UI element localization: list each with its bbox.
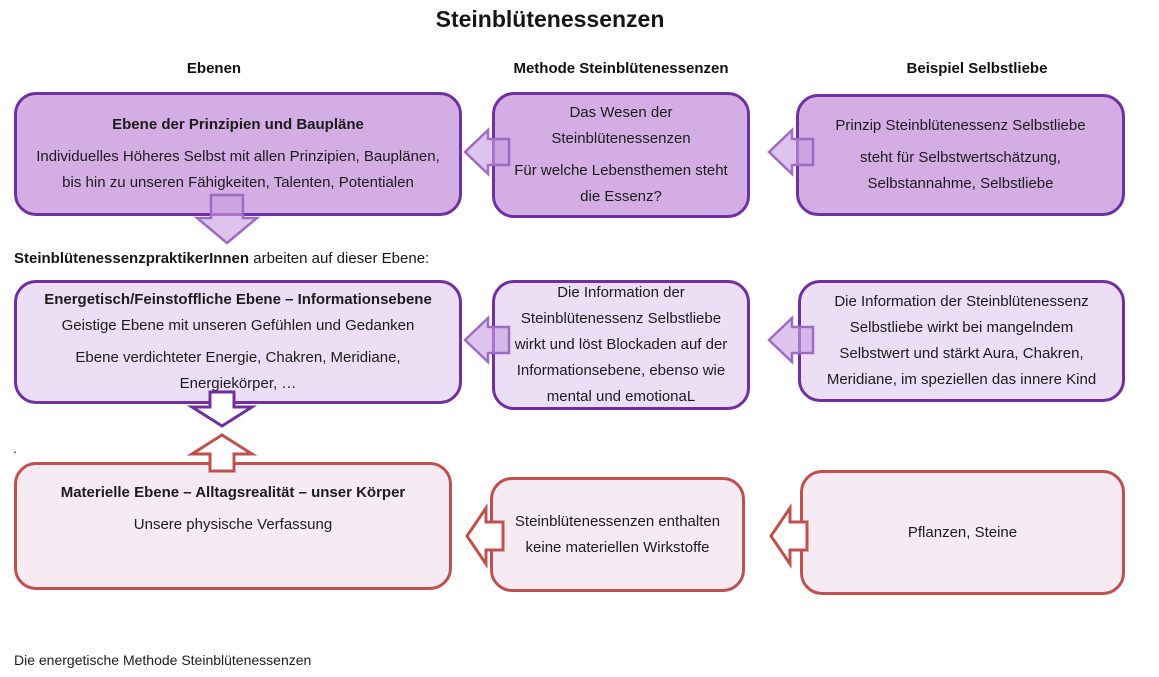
box-prinzip-selbstliebe: Prinzip Steinblütenessenz Selbstliebe st… [796,94,1125,216]
practitioner-note: SteinblütenessenzpraktikerInnen arbeiten… [14,250,429,267]
footer-caption: Die energetische Methode Steinblütenesse… [14,652,312,668]
box-energetische-ebene: Energetisch/Feinstoffliche Ebene – Infor… [14,280,462,404]
box-text: Prinzip Steinblütenessenz Selbstliebe [835,117,1086,134]
box-text: Ebene verdichteter Energie, Chakren, Mer… [75,349,401,392]
box-heading: Energetisch/Feinstoffliche Ebene – Infor… [44,291,432,308]
box-materielle-ebene: Materielle Ebene – Alltagsrealität – uns… [14,462,452,590]
practitioner-note-bold: SteinblütenessenzpraktikerInnen [14,250,250,267]
box-text: Unsere physische Verfassung [133,516,333,533]
box-pflanzen-steine: Pflanzen, Steine [800,470,1125,595]
box-text: Pflanzen, Steine [907,523,1018,541]
column-header-ebenen: Ebenen [186,60,242,77]
page-title: Steinblütenessenzen [435,6,665,32]
left-arrow-icon [463,127,511,177]
down-arrow-icon [186,390,258,428]
box-text: Das Wesen der Steinblütenessenzen [551,104,691,147]
column-header-methode: Methode Steinblütenessenzen [513,60,729,77]
box-text: Die Information der Steinblütenessenz Se… [514,284,728,405]
box-heading: Materielle Ebene – Alltagsrealität – uns… [60,484,406,501]
practitioner-note-rest: arbeiten auf dieser Ebene: [249,250,430,267]
left-arrow-icon [463,315,511,365]
box-text: Für welche Lebensthemen steht die Essenz… [514,162,728,205]
box-text: Die Information der Steinblütenessenz Se… [826,293,1097,388]
box-information-wirkung: Die Information der Steinblütenessenz Se… [492,280,750,410]
left-arrow-icon [769,503,809,569]
box-text: Geistige Ebene mit unseren Gefühlen und … [61,317,415,334]
box-text: Steinblütenessenzen enthalten keine mate… [514,512,721,556]
stray-period: . [13,440,17,456]
box-information-selbstwert: Die Information der Steinblütenessenz Se… [798,280,1125,402]
column-header-beispiel: Beispiel Selbstliebe [906,60,1048,77]
left-arrow-icon [767,315,815,365]
down-arrow-icon [193,193,261,245]
box-text: Individuelles Höheres Selbst mit allen P… [36,148,440,191]
box-text: steht für Selbstwertschätzung, Selbstann… [860,149,1061,192]
box-wesen-essenzen: Das Wesen der Steinblütenessenzen Für we… [492,92,750,218]
up-arrow-icon [186,433,258,473]
box-keine-wirkstoffe: Steinblütenessenzen enthalten keine mate… [490,477,745,592]
left-arrow-icon [465,503,505,569]
left-arrow-icon [767,127,815,177]
box-heading: Ebene der Prinzipien und Baupläne [112,116,364,133]
